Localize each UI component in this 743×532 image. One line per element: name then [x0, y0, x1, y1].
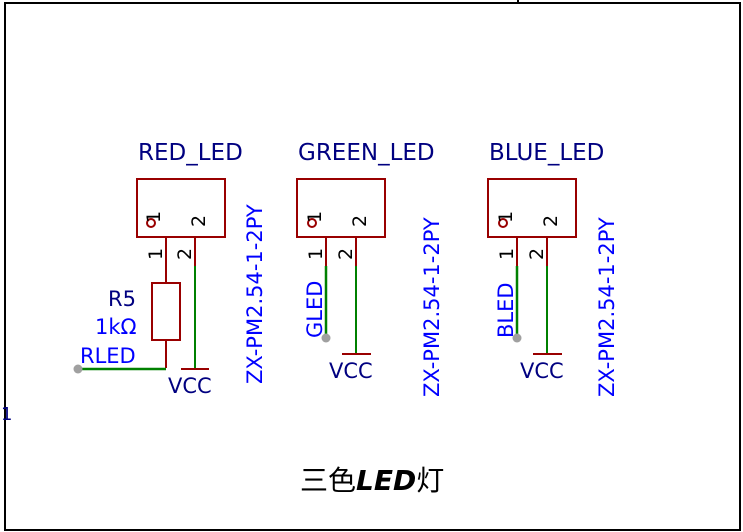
connector-value: ZX-PM2.54-1-2PY: [243, 204, 267, 384]
pin2-inner-number: 2: [540, 215, 562, 227]
resistor-value: 1kΩ: [95, 315, 137, 339]
connector-value: ZX-PM2.54-1-2PY: [595, 217, 619, 397]
pin2-outer-number: 2: [174, 248, 196, 260]
sheet-edge-marker: 1: [1, 404, 12, 425]
pin2-inner-number: 2: [349, 215, 371, 227]
rled-port-dot: [73, 364, 83, 374]
pin1-inner-number: 1: [304, 211, 326, 223]
power-port-vcc-red[interactable]: VCC: [168, 368, 212, 398]
vcc-label: VCC: [329, 359, 373, 383]
pin2-outer-number: 2: [526, 248, 548, 260]
connector-body: [296, 178, 386, 238]
connector-value: ZX-PM2.54-1-2PY: [420, 217, 444, 397]
connector-designator: BLUE_LED: [489, 140, 604, 166]
sheet-title-prefix: 三色: [300, 464, 356, 497]
sheet-title-suffix: 灯: [416, 464, 444, 497]
pin1-inner-number: 1: [495, 211, 517, 223]
pin1-marker: [146, 218, 156, 228]
net-label-bled: BLED: [494, 282, 518, 338]
vcc-label: VCC: [168, 374, 212, 398]
pin1-marker: [498, 218, 508, 228]
pin2-outer-number: 2: [335, 248, 357, 260]
sheet-title-led: LED: [356, 464, 416, 497]
pin1-marker: [307, 218, 317, 228]
connector-green-led[interactable]: GREEN_LED 1 2 1 2 GLED ZX-PM2.54-1-2PY: [296, 140, 444, 397]
power-port-vcc-blue[interactable]: VCC: [520, 353, 564, 383]
connector-red-led[interactable]: RED_LED 1 2 1 2 ZX-PM2.54-1-2PY: [136, 140, 267, 384]
pin1-outer-number: 1: [305, 248, 327, 260]
vcc-label: VCC: [520, 359, 564, 383]
pin1-outer-number: 1: [496, 248, 518, 260]
connector-designator: GREEN_LED: [298, 140, 435, 166]
pin1-inner-number: 1: [143, 211, 165, 223]
pin2-inner-number: 2: [188, 215, 210, 227]
resistor-body: [151, 282, 181, 341]
resistor-r5[interactable]: R5 1kΩ: [95, 282, 181, 368]
sheet-border: [4, 2, 741, 531]
connector-body: [136, 178, 226, 238]
connector-designator: RED_LED: [138, 140, 243, 166]
connector-body: [487, 178, 577, 238]
gled-port-dot: [321, 333, 331, 343]
sheet-title: 三色LED灯: [300, 464, 444, 497]
net-rled[interactable]: RLED: [73, 344, 167, 374]
net-label-gled: GLED: [303, 281, 327, 338]
pin1-outer-number: 1: [145, 248, 167, 260]
connector-blue-led[interactable]: BLUE_LED 1 2 1 2 BLED ZX-PM2.54-1-2PY: [487, 140, 619, 397]
bled-port-dot: [512, 333, 522, 343]
net-label-rled: RLED: [80, 344, 136, 368]
resistor-designator: R5: [108, 287, 136, 311]
power-port-vcc-green[interactable]: VCC: [329, 353, 373, 383]
